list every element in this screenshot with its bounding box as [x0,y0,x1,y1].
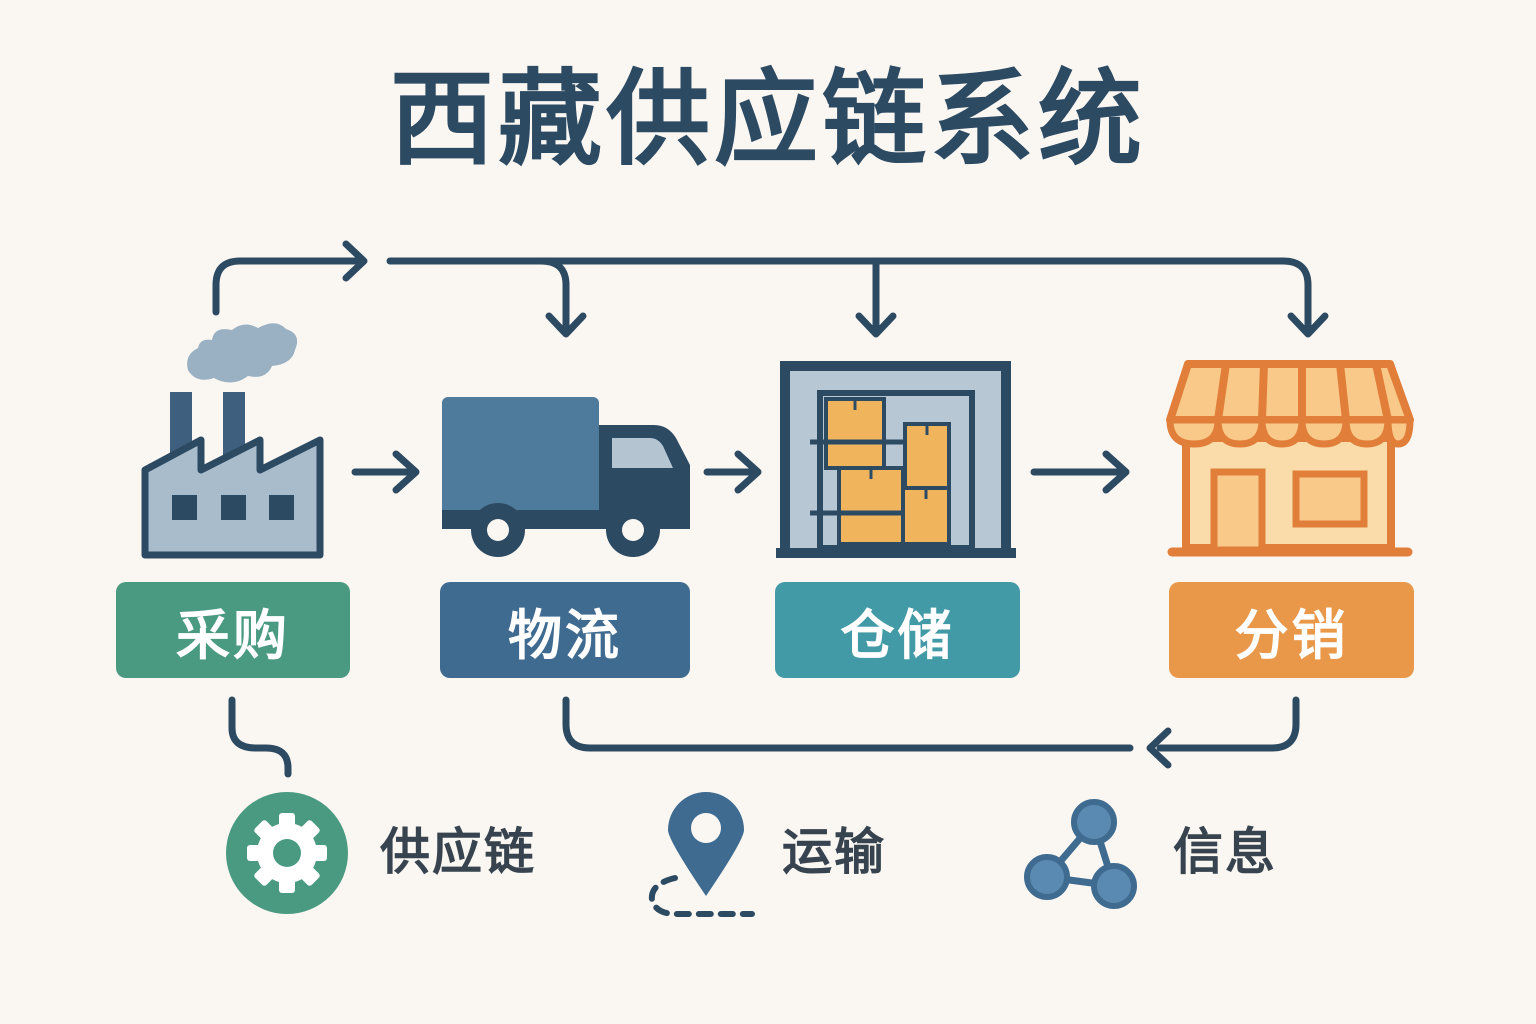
arrowhead-right-top [342,240,368,282]
return-line-to-truck [562,696,1134,752]
arrowhead-down-truck [545,312,587,338]
store-icon [1166,360,1414,557]
return-arrow [1156,696,1300,752]
middle-flow-arrows [351,450,1130,494]
legend-transport-label: 运输 [782,823,886,881]
factory-icon [141,323,324,559]
arrowhead-down-store [1287,312,1329,338]
stage-distribution-label: 分销 [1169,582,1414,678]
arrowhead-down-warehouse [855,312,897,338]
connector-procure-to-gear [228,696,292,778]
network-nodes-icon [1024,799,1137,909]
bottom-flow-arrows [228,696,1300,778]
truck-icon [442,397,690,557]
gear-icon [226,792,348,914]
arrow-top-line [386,257,1312,336]
page-title: 西藏供应链系统 [389,58,1146,180]
warehouse-icon [776,361,1016,558]
legend-supply-chain-label: 供应链 [380,823,536,881]
stage-warehousing-label: 仓储 [775,582,1020,678]
stage-procurement-label: 采购 [116,582,350,678]
top-flow-arrows [212,240,1329,338]
arrow-to-truck [537,257,570,336]
legend-information-label: 信息 [1173,823,1277,881]
arrowhead-left-return [1146,727,1172,769]
stage-logistics-label: 物流 [440,582,690,678]
arrow-factory-up [212,257,366,316]
location-pin-icon [648,792,755,917]
